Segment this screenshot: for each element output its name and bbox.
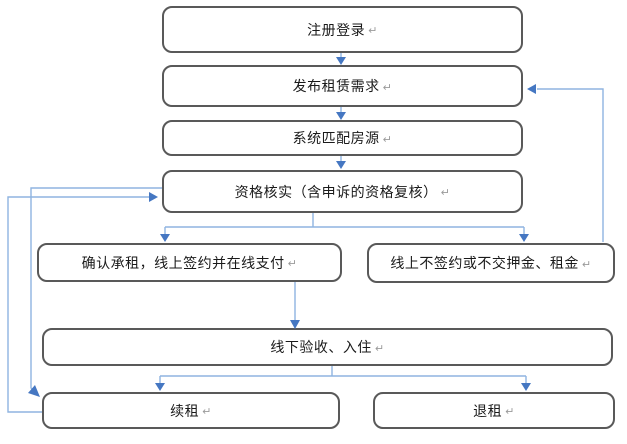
edge-register-to-publish (336, 53, 346, 65)
paragraph-return-mark: ↵ (287, 258, 298, 270)
node-confirm-lease-label: 确认承租，线上签约并在线支付 (81, 254, 285, 271)
paragraph-return-mark: ↵ (382, 133, 393, 146)
edge-nosign-to-publish-loop (527, 84, 604, 242)
node-publish-demand-label: 发布租赁需求 (292, 78, 380, 94)
node-move-in: 线下验收、入住↵ (42, 328, 613, 366)
paragraph-return-mark: ↵ (581, 258, 592, 271)
node-register-label: 注册登录 (307, 21, 366, 38)
edge-publish-to-match (336, 107, 346, 120)
edge-check-to-branches (160, 213, 529, 242)
node-renew-label: 续租 (170, 402, 200, 419)
paragraph-return-mark: ↵ (368, 25, 378, 37)
edge-renew-to-check-loop (7, 192, 158, 413)
paragraph-return-mark: ↵ (505, 406, 515, 418)
node-confirm-lease: 确认承租，线上签约并在线支付↵ (37, 243, 342, 282)
node-no-sign-label: 线上不签约或不交押金、租金 (390, 255, 579, 271)
node-renew: 续租↵ (42, 392, 340, 429)
node-qualification-check-label: 资格核实（含申诉的资格复核） (234, 183, 438, 200)
node-no-sign: 线上不签约或不交押金、租金↵ (367, 243, 615, 283)
paragraph-return-mark: ↵ (374, 342, 385, 355)
node-match-listings-label: 系统匹配房源 (292, 130, 380, 146)
node-terminate-label: 退租 (473, 402, 503, 419)
edge-match-to-check (336, 156, 346, 169)
node-publish-demand: 发布租赁需求↵ (162, 65, 523, 107)
edge-movein-to-branches (155, 366, 531, 391)
node-move-in-label: 线下验收、入住 (270, 339, 372, 355)
node-qualification-check: 资格核实（含申诉的资格复核）↵ (162, 170, 523, 213)
node-match-listings: 系统匹配房源↵ (162, 120, 523, 156)
node-register: 注册登录↵ (162, 6, 523, 53)
paragraph-return-mark: ↵ (440, 187, 451, 199)
paragraph-return-mark: ↵ (202, 406, 212, 418)
node-terminate: 退租↵ (373, 392, 615, 429)
edge-confirm-to-movein (290, 282, 300, 329)
paragraph-return-mark: ↵ (382, 81, 393, 94)
